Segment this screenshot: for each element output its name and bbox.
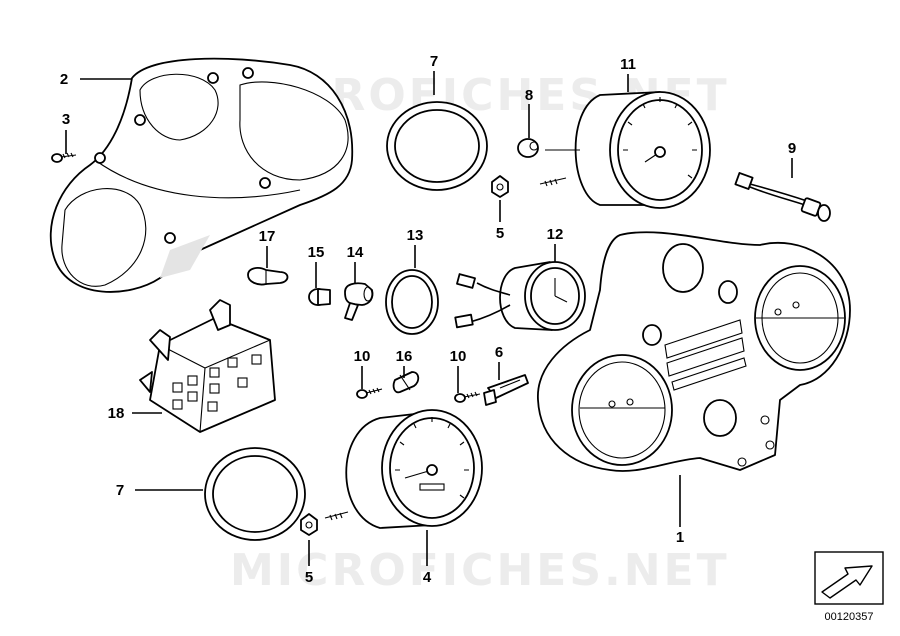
callout-5-lower: 5 <box>305 569 313 586</box>
callout-10-right: 10 <box>450 348 467 365</box>
part-8-grommet <box>517 138 539 158</box>
part-6-bracket <box>483 374 529 406</box>
part-17-bulb <box>247 267 289 286</box>
catalog-number: 00120357 <box>825 611 874 623</box>
callout-10-left: 10 <box>354 348 371 365</box>
callout-17: 17 <box>259 228 276 245</box>
callout-5-upper: 5 <box>496 225 504 242</box>
callout-8: 8 <box>525 87 533 104</box>
part-10-screw-left <box>356 387 383 399</box>
callout-4: 4 <box>423 569 432 586</box>
callout-3: 3 <box>62 111 70 128</box>
part-10-screw-right <box>454 391 481 403</box>
part-13-ring <box>385 269 439 335</box>
part-12-clock <box>454 261 586 331</box>
callout-7-upper: 7 <box>430 53 438 70</box>
callout-13: 13 <box>407 227 424 244</box>
part-14-holder <box>344 282 374 321</box>
callout-7-lower: 7 <box>116 482 124 499</box>
callout-14: 14 <box>347 244 364 261</box>
part-4-speedometer <box>324 409 483 529</box>
arrow-icon <box>821 565 873 599</box>
callout-18: 18 <box>108 405 125 422</box>
part-5-nut-lower <box>300 513 318 536</box>
part-7-ring-upper <box>386 101 488 191</box>
part-16-clip <box>392 371 420 394</box>
part-9-connector <box>734 172 831 222</box>
part-18-control-unit <box>139 299 276 433</box>
catalog-reference: 00120357 <box>814 551 884 623</box>
leader-lines <box>65 71 793 566</box>
part-7-ring-lower <box>204 447 306 541</box>
callout-6: 6 <box>495 344 503 361</box>
part-3-screw <box>51 152 77 163</box>
callout-1: 1 <box>676 529 684 546</box>
watermark-bottom: MICROFICHES.NET <box>230 545 730 596</box>
callout-15: 15 <box>308 244 325 261</box>
part-2-cover <box>49 57 354 293</box>
part-1-housing <box>537 231 851 472</box>
part-5-nut-upper <box>491 175 509 198</box>
callout-16: 16 <box>396 348 413 365</box>
callout-11: 11 <box>620 56 636 73</box>
callout-2: 2 <box>60 71 68 88</box>
callout-9: 9 <box>788 140 796 157</box>
part-11-tachometer <box>539 91 711 209</box>
part-15-socket <box>308 288 331 306</box>
callout-12: 12 <box>547 226 564 243</box>
